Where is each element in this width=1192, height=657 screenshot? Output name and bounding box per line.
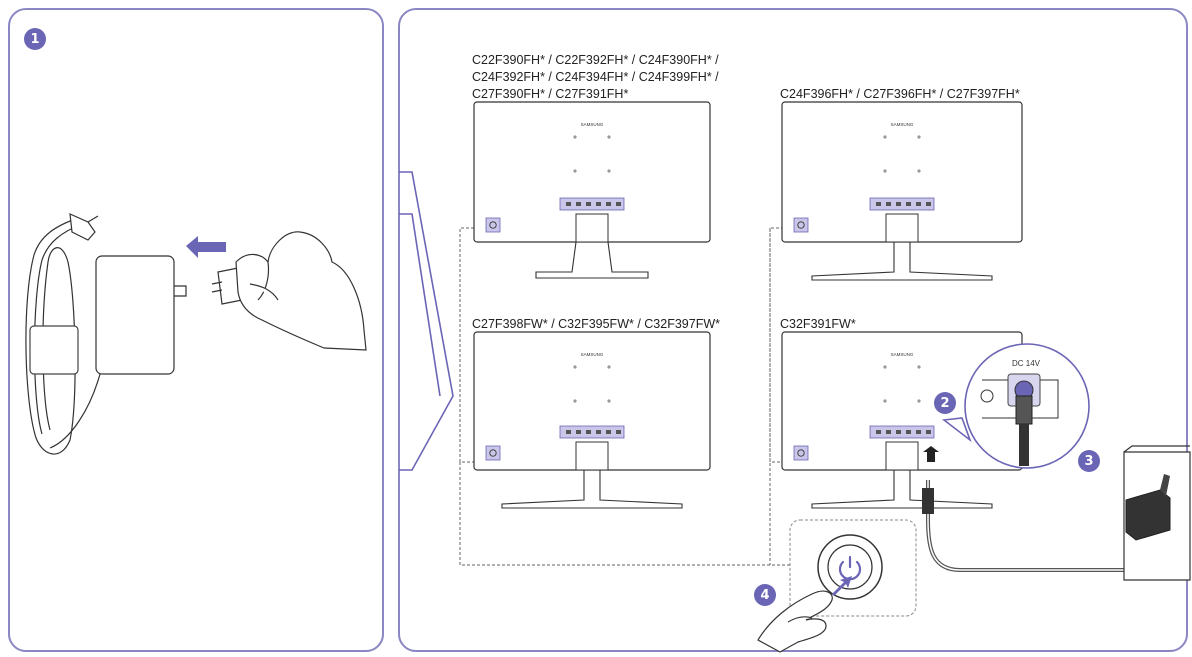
monitor-back-group-b: SAMSUNG: [782, 102, 1022, 280]
step-1-badge: 1: [24, 28, 46, 50]
control-button: [794, 218, 808, 232]
vesa-hole: [917, 365, 920, 368]
vesa-hole: [607, 169, 610, 172]
brand-label: SAMSUNG: [581, 352, 604, 357]
vesa-hole: [917, 399, 920, 402]
step-4-badge: 4: [754, 584, 776, 606]
brand-label: SAMSUNG: [891, 122, 914, 127]
vesa-hole: [607, 365, 610, 368]
monitor-back-group-a: SAMSUNG: [474, 102, 710, 278]
insert-arrow-icon: [186, 236, 226, 258]
vesa-hole: [883, 135, 886, 138]
control-button: [794, 446, 808, 460]
vesa-hole: [883, 169, 886, 172]
model-label-group-c: C27F398FW* / C32F395FW* / C32F397FW*: [472, 316, 720, 333]
wall-socket-illustration: [1124, 446, 1190, 580]
hand-with-plug-illustration: [212, 232, 366, 350]
vesa-hole: [917, 169, 920, 172]
flow-chevron: [399, 172, 453, 470]
monitor-group: SAMSUNG SAMSUNG SAMSUNG SAMSUNG: [474, 102, 1022, 508]
vesa-hole: [917, 135, 920, 138]
vesa-hole: [607, 399, 610, 402]
vesa-hole: [883, 365, 886, 368]
power-cable: [922, 480, 1150, 570]
brand-label: SAMSUNG: [581, 122, 604, 127]
model-label-group-b: C24F396FH* / C27F396FH* / C27F397FH*: [780, 86, 1020, 103]
control-button: [486, 218, 500, 232]
vesa-hole: [883, 399, 886, 402]
model-line: C22F390FH* / C22F392FH* / C24F390FH* /: [472, 52, 719, 69]
monitor-back-group-c: SAMSUNG: [474, 332, 710, 508]
dc-port-label: DC 14V: [1012, 359, 1041, 368]
vesa-hole: [573, 399, 576, 402]
step-2-badge: 2: [934, 392, 956, 414]
brand-label: SAMSUNG: [891, 352, 914, 357]
model-line: C24F392FH* / C24F394FH* / C24F399FH* /: [472, 69, 719, 86]
vesa-hole: [607, 135, 610, 138]
vesa-hole: [573, 365, 576, 368]
model-line: C27F390FH* / C27F391FH*: [472, 86, 719, 103]
vesa-hole: [573, 169, 576, 172]
vesa-hole: [573, 135, 576, 138]
model-label-group-a: C22F390FH* / C22F392FH* / C24F390FH* / C…: [472, 52, 719, 103]
step-3-badge: 3: [1078, 450, 1100, 472]
model-label-group-d: C32F391FW*: [780, 316, 856, 333]
power-adapter-illustration: [26, 214, 186, 454]
control-button: [486, 446, 500, 460]
